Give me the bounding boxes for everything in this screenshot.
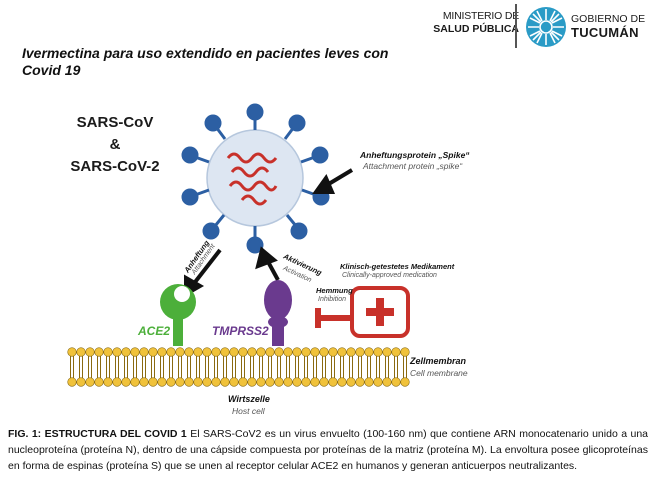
medication-icon [350,286,410,338]
cell-membrane-label: Cell membrane [410,368,468,378]
wirtszelle-label: Wirtszelle [228,394,270,404]
virus-figure: SARS-CoV & SARS-CoV-2 Anheftungsprotein … [60,100,490,425]
ace2-label: ACE2 [138,324,171,338]
spike-label-de: Anheftungsprotein „Spike“ [360,150,470,160]
gobierno-line1: GOBIERNO DE [571,13,646,25]
virus-name: SARS-CoV & SARS-CoV-2 [60,112,170,178]
spike-label-en: Attachment protein „spike“ [363,161,463,171]
logo-divider [515,4,517,48]
inhibition-label: Inhibition [318,296,347,303]
document-title: Ivermectina para uso extendido en pacien… [22,45,389,78]
zellmembran-label: Zellmembran [410,356,467,366]
gobierno-line2: TUCUMÁN [571,25,639,40]
ministerio-line2: SALUD PÚBLICA [433,23,519,35]
inhibition-symbol-icon [315,308,350,328]
medikament-label-en: Clinically-approved medication [342,272,437,279]
ministerio-text: MINISTERIO DE SALUD PÚBLICA [433,10,519,36]
caption-text: El SARS-CoV2 es un virus envuelto (100-1… [8,428,649,472]
virus-name-line3: SARS-CoV-2 [70,158,160,175]
host-cell-label: Host cell [232,406,265,416]
virus-name-line1: SARS-CoV [76,114,154,131]
virus-name-line2: & [109,136,121,153]
figure-illustration [67,103,410,387]
ministerio-line1: MINISTERIO DE [442,10,519,22]
caption-label: FIG. 1: ESTRUCTURA DEL COVID 1 [8,428,187,440]
hemmung-label: Hemmung [316,286,353,295]
virus-particle-icon [181,103,330,254]
cell-membrane-icon [67,347,410,387]
tmprss2-label: TMPRSS2 [212,324,269,338]
ace2-receptor-icon [160,284,196,346]
tmprss2-protein-icon [264,280,292,346]
medikament-label-de: Klinisch-getestetes Medikament [340,262,455,271]
figure-caption: FIG. 1: ESTRUCTURA DEL COVID 1 El SARS-C… [8,426,648,474]
gobierno-text: GOBIERNO DE TUCUMÁN [571,12,645,40]
tucuman-emblem-icon [526,7,566,47]
